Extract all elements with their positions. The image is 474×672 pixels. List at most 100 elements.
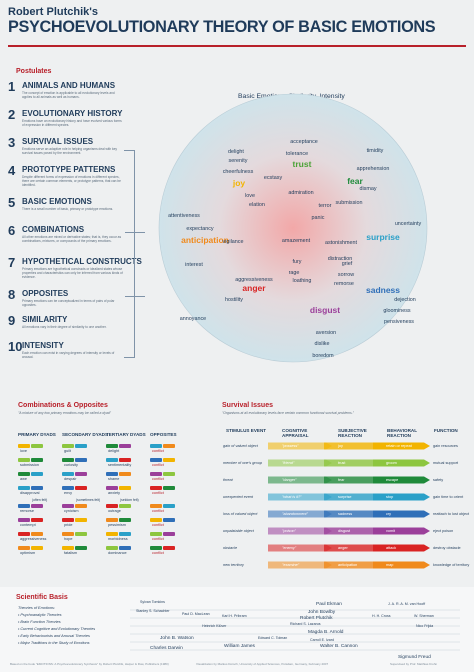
- survival-appraisal: "poison": [282, 528, 296, 533]
- combo-header: OPPOSITES: [150, 432, 177, 437]
- survival-header: COGNITIVE APPRAISAL: [282, 428, 309, 438]
- wheel-disc: [158, 93, 428, 363]
- combo-chip: [75, 486, 87, 490]
- combo-cell: conflict: [152, 477, 164, 481]
- survival-header: STIMULUS EVENT: [226, 428, 267, 433]
- scientist-name: Nico Frijda: [416, 624, 434, 628]
- theory-item: • Brain Function Theories: [18, 620, 61, 624]
- combo-cell: conflict: [152, 491, 164, 495]
- scientist-name: J. A. R. A. M. van Hooff: [388, 602, 426, 606]
- combo-chip: [18, 518, 30, 522]
- combo-chip: [18, 472, 30, 476]
- basic-emotion-fear: fear: [347, 176, 363, 186]
- wheel-word: submission: [336, 200, 363, 206]
- scientist-name: H. H. Cross: [372, 614, 391, 618]
- survival-function: gain resources: [433, 443, 458, 448]
- combo-chip: [150, 458, 162, 462]
- combo-cell: awe: [20, 477, 27, 481]
- combo-chip: [163, 504, 175, 508]
- survival-header: FUNCTION: [434, 428, 458, 433]
- survival-arrow: [373, 476, 430, 484]
- combo-chip: [75, 444, 87, 448]
- combo-chip: [18, 532, 30, 536]
- combo-chip: [150, 532, 162, 536]
- wheel-word: sorrow: [338, 272, 354, 278]
- combo-chip: [31, 486, 43, 490]
- wheel-word: aversion: [316, 330, 336, 336]
- combo-cell: aggressiveness: [20, 537, 47, 541]
- combo-chip: [163, 518, 175, 522]
- basic-emotion-anticipation: anticipation: [181, 235, 229, 245]
- postulate-title: EVOLUTIONARY HISTORY: [22, 109, 123, 118]
- survival-arrow: [268, 561, 332, 569]
- survival-arrow: [373, 544, 430, 552]
- combo-cell: envy: [64, 491, 73, 495]
- wheel-word: grief: [342, 261, 353, 267]
- combo-chip: [62, 518, 74, 522]
- scientist-name: Richard S. Lazarus: [290, 622, 321, 626]
- scientific-band: [0, 587, 474, 672]
- combo-chip: [150, 444, 162, 448]
- postulate-desc: Each emotion can exist in varying degree…: [22, 351, 115, 359]
- scientist-name: William James: [224, 644, 255, 649]
- combo-chip: [106, 472, 118, 476]
- survival-function: mutual support: [433, 460, 459, 465]
- survival-stimulus: obstacle: [223, 545, 238, 550]
- combo-chip: [18, 504, 30, 508]
- theory-item: • Major Traditions in the Study of Emoti…: [18, 641, 90, 645]
- survival-function: eject poison: [433, 528, 454, 533]
- postulate-title: INTENSITY: [22, 341, 64, 350]
- survival-stimulus: threat: [223, 477, 233, 482]
- wheel-word: elation: [249, 202, 265, 208]
- scientist-name: Sigmund Freud: [398, 655, 431, 660]
- postulate-desc: Emotions serve an adaptive role in helpi…: [22, 147, 117, 155]
- bracket-connector: [125, 296, 145, 297]
- wheel-word: hostility: [225, 297, 243, 303]
- combo-cell: fatalism: [64, 551, 78, 555]
- combo-chip: [119, 532, 131, 536]
- wheel-word: terror: [319, 203, 332, 209]
- combo-header: TERTIARY DYADS: [106, 432, 146, 437]
- survival-reaction: anticipation: [338, 562, 358, 567]
- scientist-name: Carroll E. Izard: [310, 638, 334, 642]
- combo-chip: [62, 444, 74, 448]
- wheel-word: dejection: [394, 297, 416, 303]
- survival-arrow: [373, 493, 430, 501]
- scientist-name: Robert Plutchik: [300, 616, 333, 621]
- combo-chip: [163, 472, 175, 476]
- basic-emotion-disgust: disgust: [310, 305, 340, 315]
- scientist-name: Paul D. MacLean: [182, 612, 210, 616]
- header: Robert Plutchik's PSYCHOEVOLUTIONARY THE…: [8, 6, 466, 37]
- postulate-desc: There is a small number of basic, primar…: [22, 207, 114, 211]
- wheel-word: rage: [289, 270, 300, 276]
- wheel-word: astonishment: [325, 240, 358, 246]
- combo-chip: [163, 532, 175, 536]
- postulate-title: PROTOTYPE PATTERNS: [22, 165, 116, 174]
- combo-cell: conflict: [152, 449, 164, 453]
- survival-arrow: [324, 527, 380, 535]
- combo-cell: dominance: [108, 551, 127, 555]
- combo-cell: conflict: [152, 537, 164, 541]
- wheel-word: love: [245, 193, 255, 199]
- postulate-number: 3: [8, 135, 16, 150]
- combo-chip: [18, 486, 30, 490]
- wheel-word: delight: [228, 149, 244, 155]
- combo-cell: pessimism: [108, 523, 126, 527]
- survival-reaction: disgust: [338, 528, 351, 533]
- postulates-label: Postulates: [16, 68, 52, 75]
- combo-chip: [31, 518, 43, 522]
- combo-chip: [62, 472, 74, 476]
- wheel-word: panic: [312, 215, 325, 221]
- combo-chip: [163, 458, 175, 462]
- survival-arrow: [324, 510, 380, 518]
- survival-behavior: vomit: [386, 528, 396, 533]
- survival-stimulus: unexpected event: [223, 494, 253, 499]
- scientist-name: W. Sherman: [414, 614, 434, 618]
- combo-chip: [62, 504, 74, 508]
- combo-note: (often felt): [32, 498, 48, 502]
